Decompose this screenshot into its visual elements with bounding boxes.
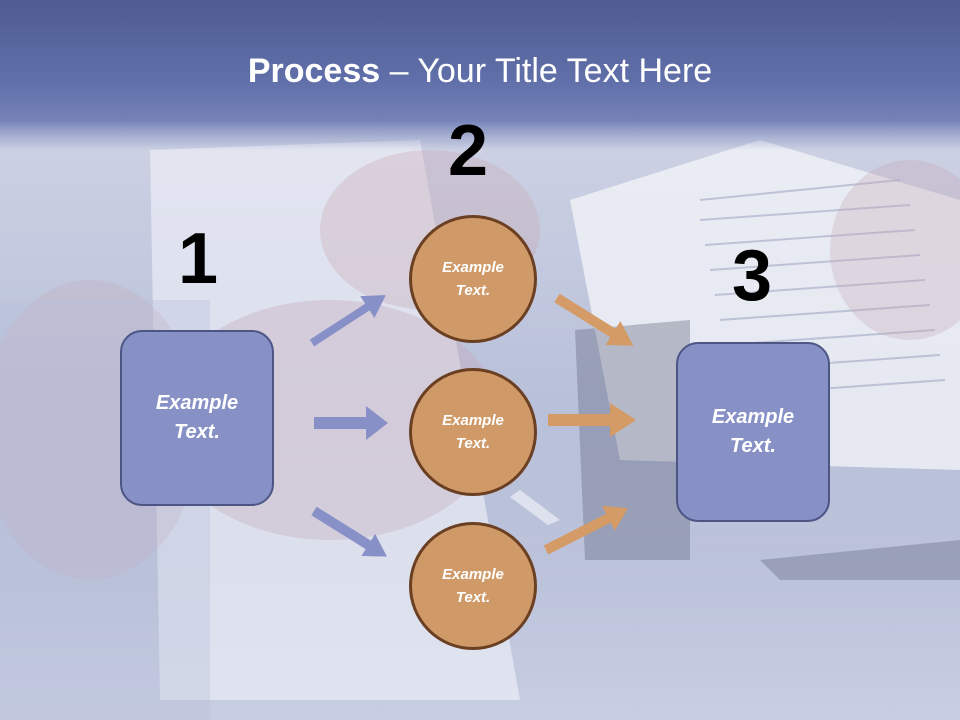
- step-2-text-middle: Example Text.: [442, 412, 504, 452]
- step-3-box: Example Text.: [676, 342, 830, 522]
- title-rest: – Your Title Text Here: [380, 52, 713, 90]
- title-band: [0, 0, 960, 150]
- arrow-blue-right-icon: [314, 406, 388, 440]
- step-2-text-top: Example Text.: [442, 259, 504, 299]
- arrow-orange-up-icon: [543, 505, 628, 555]
- step-number-3: 3: [732, 236, 773, 316]
- arrow-blue-down-icon: [311, 506, 387, 557]
- slide-title: Process – Your Title Text Here: [0, 52, 960, 91]
- title-bold: Process: [247, 52, 381, 90]
- step-2-circle-top: Example Text.: [409, 215, 537, 343]
- step-2-circle-middle: Example Text.: [409, 368, 537, 496]
- arrow-blue-up-icon: [309, 295, 386, 347]
- step-2-circle-bottom: Example Text.: [409, 522, 537, 650]
- step-2-text-bottom: Example Text.: [442, 566, 504, 606]
- arrow-orange-down-icon: [554, 293, 634, 346]
- arrow-orange-right-icon: [548, 403, 636, 437]
- step-number-1: 1: [178, 219, 219, 299]
- step-3-text: Example Text.: [711, 406, 795, 457]
- step-1-box: Example Text.: [120, 330, 274, 506]
- step-1-text: Example Text.: [155, 392, 239, 443]
- step-number-2: 2: [448, 111, 489, 191]
